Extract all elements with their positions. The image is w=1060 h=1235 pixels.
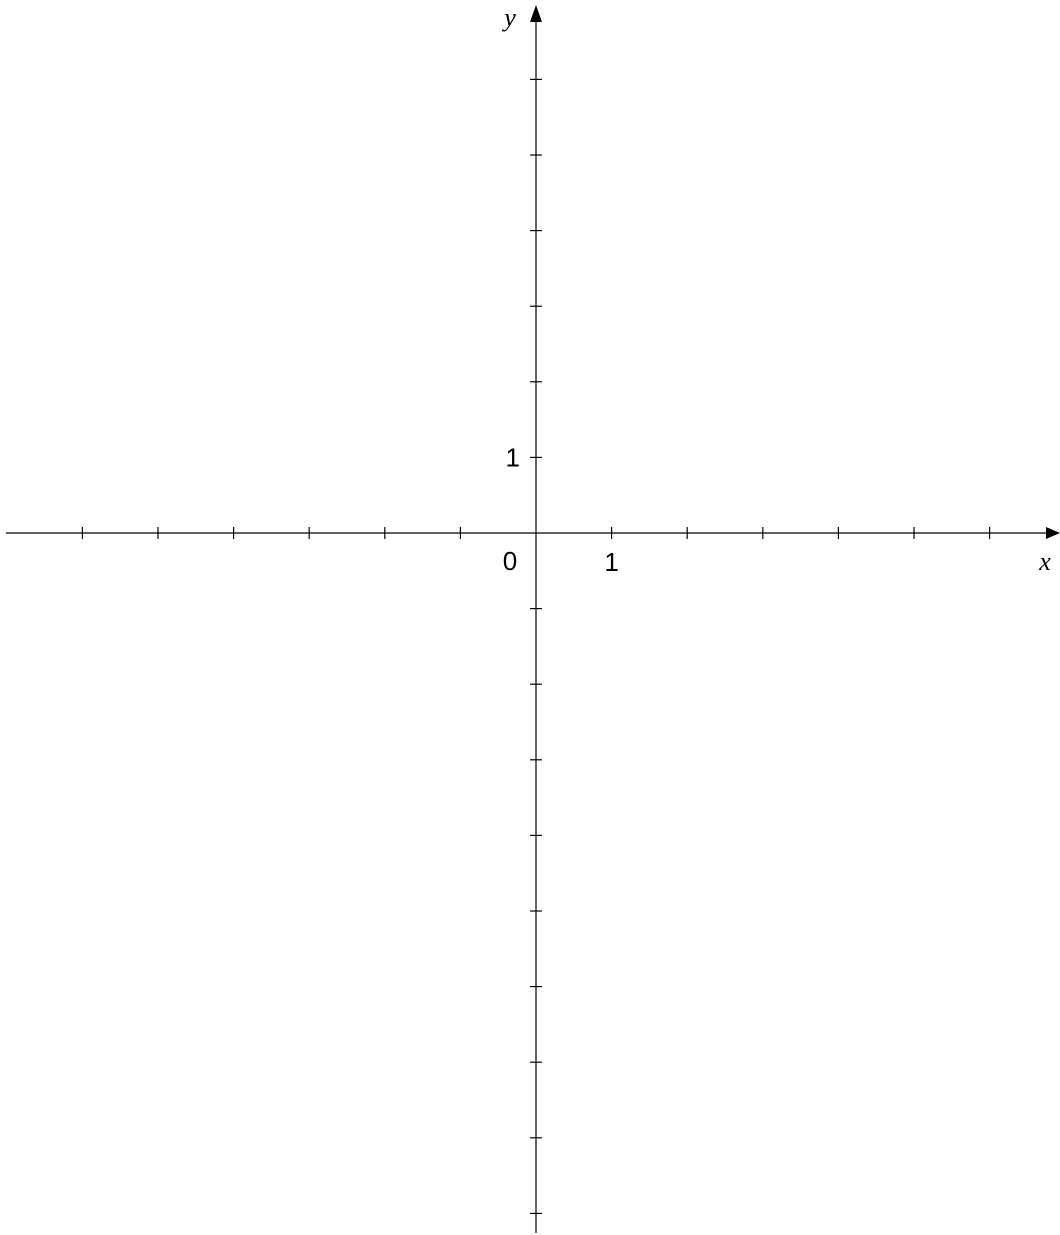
x-tick-label: 1 bbox=[604, 547, 618, 577]
origin-label: 0 bbox=[503, 546, 517, 576]
x-axis-ticks bbox=[81, 527, 991, 539]
y-axis-label: y bbox=[501, 3, 516, 32]
tick-labels: 11 bbox=[506, 442, 619, 577]
y-tick-label: 1 bbox=[506, 442, 520, 472]
y-axis-ticks bbox=[530, 78, 542, 1215]
x-axis-arrow bbox=[1046, 527, 1060, 539]
y-axis-arrow bbox=[530, 5, 542, 22]
x-axis-label: x bbox=[1038, 547, 1051, 576]
